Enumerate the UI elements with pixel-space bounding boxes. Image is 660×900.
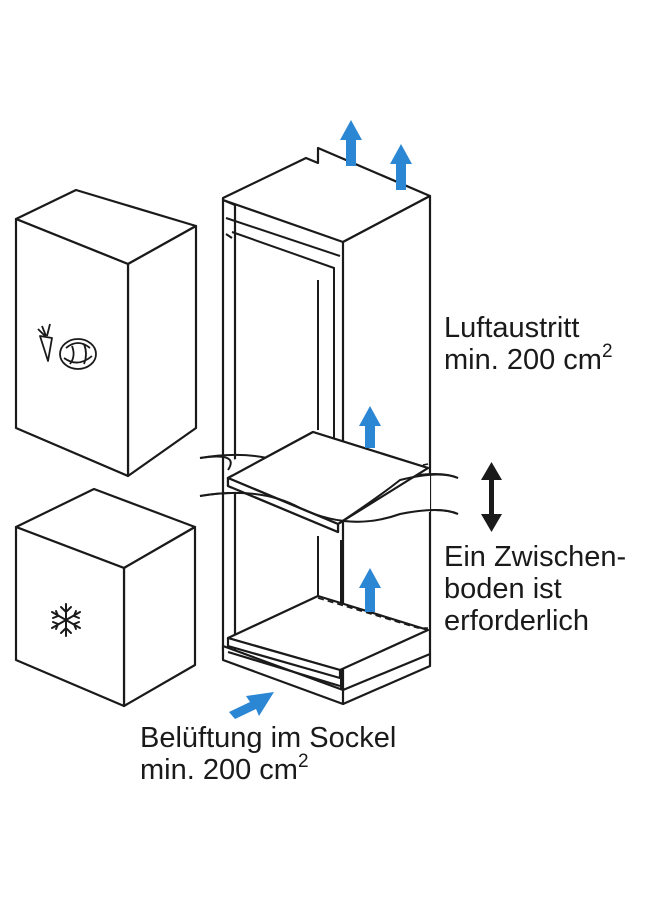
shelf-position-arrow bbox=[481, 462, 502, 532]
air-outlet-label: Luftaustritt min. 200 cm2 bbox=[444, 312, 613, 376]
air-outlet-arrow-2 bbox=[390, 144, 412, 190]
airflow-arrows bbox=[229, 120, 412, 719]
cabinet-niche bbox=[221, 146, 432, 692]
vegetables-icon bbox=[37, 323, 97, 370]
niche-plinth bbox=[221, 644, 432, 706]
base-ventilation-label: Belüftung im Sockel min. 200 cm2 bbox=[140, 722, 397, 786]
air-inlet-arrow bbox=[229, 692, 274, 719]
niche-floor bbox=[226, 594, 430, 680]
air-outlet-arrow-1 bbox=[340, 120, 362, 166]
snowflake-icon bbox=[51, 603, 81, 637]
air-lower-arrow bbox=[359, 568, 381, 612]
floor-back-dashed bbox=[317, 597, 428, 629]
freezer-door bbox=[14, 487, 197, 708]
shelf-required-label: Ein Zwischen- boden ist erforderlich bbox=[444, 541, 627, 637]
air-upper-arrow bbox=[359, 406, 381, 448]
